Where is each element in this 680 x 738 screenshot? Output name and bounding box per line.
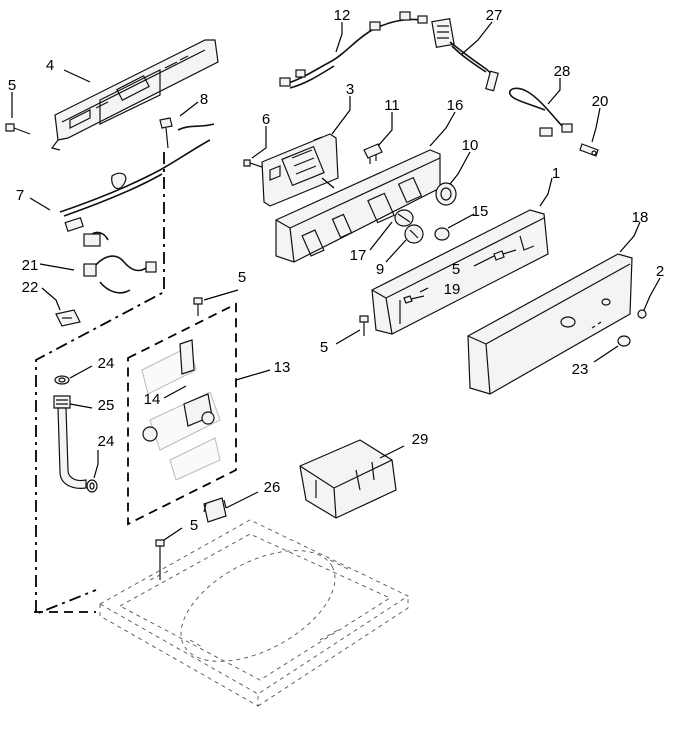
part-5-screw-left[interactable] [359, 315, 369, 336]
callout-24-top: 24 [98, 355, 115, 372]
callout-5-bottom: 5 [190, 517, 198, 534]
callout-19: 19 [444, 281, 461, 298]
part-1-console-frame[interactable] [371, 209, 549, 335]
part-18-console-cover[interactable] [467, 253, 633, 395]
callout-3: 3 [346, 81, 354, 98]
callout-2: 2 [656, 263, 664, 280]
part-24-washer-top[interactable] [54, 375, 70, 385]
callout-26: 26 [264, 479, 281, 496]
callout-18: 18 [632, 209, 649, 226]
callout-23: 23 [572, 361, 589, 378]
callout-6: 6 [262, 111, 270, 128]
callout-13: 13 [274, 359, 291, 376]
leader-lines [11, 21, 661, 541]
part-28-wire-harness[interactable] [508, 87, 573, 137]
part-5-screw-console[interactable] [493, 249, 517, 261]
callout-16: 16 [447, 97, 464, 114]
part-13-boundary [127, 302, 237, 526]
part-2-screw[interactable] [637, 309, 647, 319]
routing-line-power [35, 152, 165, 616]
callout-24-bottom: 24 [98, 433, 115, 450]
part-10-knob[interactable] [435, 182, 457, 206]
callout-29: 29 [412, 431, 429, 448]
part-24-washer-bottom[interactable] [86, 479, 98, 493]
part-26-bracket[interactable] [203, 497, 227, 523]
part-21-harness[interactable] [83, 255, 157, 294]
part-5-screw-mid[interactable] [193, 297, 203, 316]
part-17-knob-insert[interactable] [394, 209, 414, 227]
callout-1: 1 [552, 165, 560, 182]
part-6-screw[interactable] [243, 159, 263, 168]
callout-15: 15 [472, 203, 489, 220]
part-7-power-cord[interactable] [59, 139, 211, 247]
callout-5-left: 5 [320, 339, 328, 356]
callout-8: 8 [200, 91, 208, 108]
callout-7: 7 [16, 187, 24, 204]
callout-10: 10 [462, 137, 479, 154]
part-5-screw-bottom[interactable] [155, 539, 165, 580]
part-25-hose[interactable] [53, 395, 87, 489]
callout-9: 9 [376, 261, 384, 278]
callout-11: 11 [384, 97, 400, 114]
callout-21: 21 [22, 257, 39, 274]
callout-labels: 12 27 3 4 5 8 6 11 16 10 28 20 1 18 7 21… [8, 7, 664, 534]
part-15-button[interactable] [434, 227, 450, 241]
part-19-screw[interactable] [403, 295, 425, 304]
part-9-knob[interactable] [404, 224, 424, 244]
callout-27: 27 [486, 7, 503, 24]
part-12-wire-harness[interactable] [279, 11, 428, 89]
callout-4: 4 [46, 57, 54, 74]
callout-14: 14 [144, 391, 161, 408]
callout-17: 17 [350, 247, 367, 264]
callout-5-rear: 5 [8, 77, 16, 94]
washer-top-base [99, 519, 409, 707]
part-20-connector[interactable] [579, 143, 599, 157]
part-11-switch[interactable] [363, 143, 383, 164]
part-4-rear-panel[interactable] [50, 39, 219, 151]
part-22-terminal-block[interactable] [55, 309, 81, 327]
part-8-clamp[interactable] [159, 117, 215, 149]
part-29-dispenser[interactable] [299, 439, 397, 519]
part-27-wire-harness[interactable] [431, 17, 499, 92]
part-23-button[interactable] [617, 335, 631, 347]
part-5-screw-rear[interactable] [5, 123, 31, 135]
callout-12: 12 [334, 7, 351, 24]
callout-28: 28 [554, 63, 571, 80]
callout-22: 22 [22, 279, 39, 296]
part-14-water-valve[interactable] [141, 339, 221, 481]
callout-25: 25 [98, 397, 115, 414]
callout-20: 20 [592, 93, 609, 110]
callout-5-mid: 5 [238, 269, 246, 286]
callout-5-console: 5 [452, 261, 460, 278]
part-3-control-board[interactable] [261, 133, 339, 207]
